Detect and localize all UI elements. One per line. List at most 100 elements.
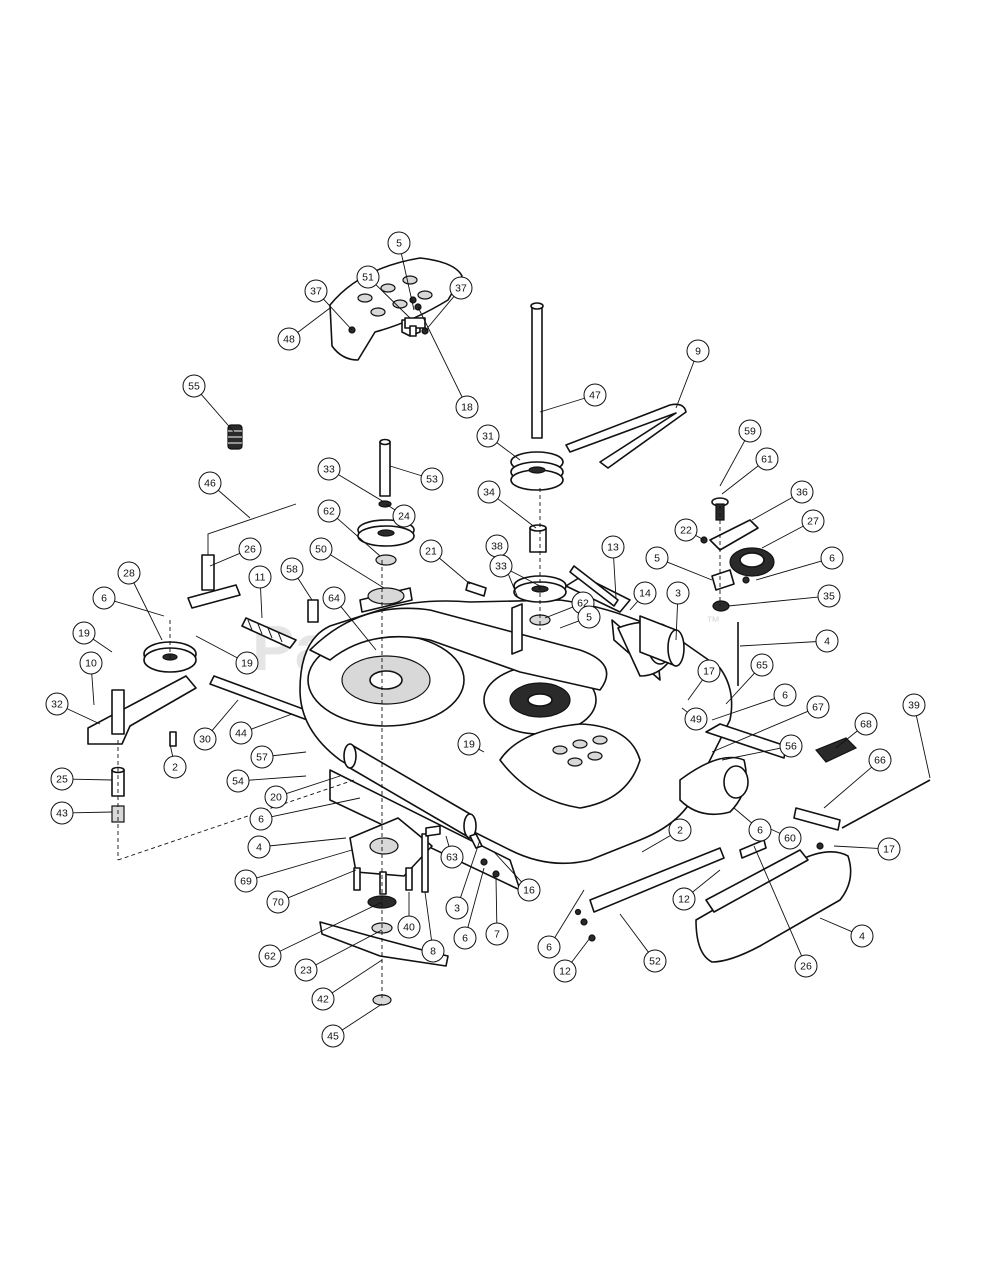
- callout-leader-line: [559, 620, 579, 629]
- callout-49: 49: [681, 707, 708, 731]
- callout-leader-line: [251, 713, 293, 730]
- callout-circle: [92, 586, 116, 610]
- callout-leader-line: [496, 442, 521, 461]
- callout-17: 17: [833, 837, 901, 861]
- callout-57: 57: [250, 745, 307, 769]
- callout-number: 12: [678, 894, 690, 906]
- callout-circle: [455, 395, 479, 419]
- callout-39: 39: [902, 693, 931, 779]
- callout-leader-line: [667, 561, 713, 581]
- callout-33: 33: [489, 554, 541, 587]
- left-idler-arm-part: [87, 641, 197, 823]
- callout-circle: [750, 653, 774, 677]
- callout-circle: [794, 954, 818, 978]
- callout-leader-line: [571, 937, 591, 963]
- callout-circle: [392, 504, 416, 528]
- callout-leader-line: [209, 552, 241, 567]
- callout-5: 5: [645, 546, 713, 581]
- callout-circle: [485, 922, 509, 946]
- callout-circle: [397, 915, 421, 939]
- callout-number: 64: [328, 593, 340, 605]
- callout-70: 70: [266, 869, 357, 914]
- callout-number: 17: [883, 844, 895, 856]
- callout-number: 60: [784, 833, 796, 845]
- callout-leader-line: [385, 503, 396, 511]
- callout-leader-line: [375, 284, 411, 319]
- callout-circle: [748, 818, 772, 842]
- blade-assembly-part: [319, 817, 500, 1006]
- callout-number: 19: [78, 628, 90, 640]
- callout-42: 42: [311, 959, 383, 1011]
- callout-7: 7: [485, 877, 509, 946]
- callout-leader-line: [495, 877, 498, 924]
- callout-number: 18: [461, 402, 473, 414]
- callout-leader-line: [641, 835, 671, 853]
- callout-13: 13: [601, 535, 625, 599]
- callout-number: 2: [172, 762, 178, 774]
- callout-51: 51: [356, 265, 411, 319]
- callout-circle: [50, 767, 74, 791]
- callout-number: 3: [675, 588, 681, 600]
- callout-17: 17: [687, 659, 721, 701]
- callout-62: 62: [258, 901, 383, 968]
- callout-34: 34: [477, 480, 537, 529]
- callout-circle: [264, 785, 288, 809]
- callout-68: 68: [835, 712, 878, 749]
- callout-number: 6: [101, 593, 107, 605]
- callout-circle: [445, 896, 469, 920]
- callout-leader-line: [711, 710, 809, 753]
- callout-32: 32: [45, 692, 101, 725]
- callout-leader-line: [256, 849, 353, 879]
- callout-number: 52: [649, 956, 661, 968]
- callout-circle: [815, 629, 839, 653]
- callout-number: 14: [639, 588, 651, 600]
- callout-leader-line: [619, 913, 649, 953]
- callout-leader-line: [539, 397, 585, 413]
- callout-number: 58: [286, 564, 298, 576]
- callout-number: 47: [589, 390, 601, 402]
- callout-circle: [198, 471, 222, 495]
- callout-circle: [457, 732, 481, 756]
- callout-number: 56: [785, 741, 797, 753]
- callout-circle: [672, 887, 696, 911]
- callout-leader-line: [675, 603, 678, 641]
- discharge-chute-part: [695, 839, 852, 963]
- watermark-trademark: ™: [706, 613, 720, 629]
- callout-23: 23: [294, 929, 383, 982]
- callout-leader-line: [330, 554, 385, 589]
- callout-leader-line: [260, 587, 263, 619]
- callout-circle: [238, 537, 262, 561]
- callout-number: 6: [782, 690, 788, 702]
- callout-33: 33: [317, 457, 385, 503]
- callout-circle: [537, 935, 561, 959]
- callout-circle: [309, 537, 333, 561]
- callout-number: 13: [607, 542, 619, 554]
- callout-number: 11: [255, 572, 266, 584]
- callout-circle: [50, 801, 74, 825]
- callout-circle: [317, 457, 341, 481]
- callout-22: 22: [674, 518, 705, 542]
- callout-leader-line: [629, 600, 639, 611]
- callout-19: 19: [195, 635, 259, 675]
- callout-leader-line: [248, 775, 307, 781]
- callout-46: 46: [198, 471, 251, 519]
- callout-leader-line: [915, 715, 931, 779]
- callout-circle: [317, 499, 341, 523]
- idler-assembly-right-part: [700, 497, 775, 686]
- callout-4: 4: [739, 629, 839, 653]
- callout-circle: [868, 748, 892, 772]
- callout-40: 40: [397, 892, 421, 939]
- callout-number: 38: [491, 541, 503, 553]
- callout-8: 8: [421, 891, 445, 963]
- callout-leader-line: [755, 560, 822, 581]
- callout-circle: [440, 845, 464, 869]
- callout-circle: [420, 467, 444, 491]
- callout-67: 67: [711, 695, 830, 753]
- callout-number: 35: [823, 591, 835, 603]
- callout-26: 26: [753, 845, 818, 978]
- callout-number: 34: [483, 487, 495, 499]
- callout-number: 4: [824, 636, 830, 648]
- callout-6: 6: [92, 586, 165, 617]
- callout-number: 62: [264, 951, 276, 963]
- callout-5: 5: [387, 231, 415, 311]
